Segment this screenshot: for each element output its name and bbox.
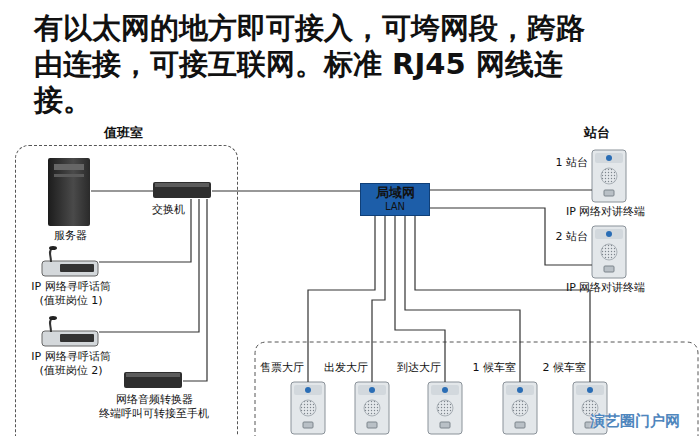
device-label: 1 站台 (548, 156, 588, 170)
server-icon (48, 158, 90, 226)
network-cable (91, 190, 154, 191)
device-box: 售票大厅 (291, 382, 325, 434)
device-box: 网络音频转换器 终端呼叫可转接至手机 (125, 373, 183, 389)
converter-icon (124, 372, 182, 388)
device-box: 2 站台IP 网络对讲终端 (592, 226, 626, 278)
intercom-icon (503, 382, 537, 434)
title: 有以太网的地方即可接入，可垮网段，跨路 由连接，可接互联网。标准 RJ45 网线… (34, 10, 594, 118)
device-box: 交换机 (154, 183, 212, 199)
device-box: IP 网络寻呼话筒 (值班岗位 1) (43, 247, 99, 277)
network-cable (372, 216, 385, 382)
device-label: IP 网络对讲终端 (566, 281, 676, 295)
device-label: 服务器 (35, 229, 105, 243)
device-label: 交换机 (152, 203, 188, 217)
converter-top (126, 373, 180, 377)
room-region: 值班室服务器交换机IP 网络寻呼话筒 (值班岗位 1)IP 网络寻呼话筒 (值班… (15, 145, 238, 436)
device-label: IP 网络寻呼话筒 (值班岗位 1) (15, 280, 127, 308)
server-panel (54, 164, 84, 170)
network-cable (99, 199, 191, 262)
device-label: 2 站台 (548, 230, 588, 244)
device-box: IP 网络寻呼话筒 (值班岗位 2) (43, 317, 99, 347)
watermark: 演艺圈门户网 (590, 412, 680, 431)
device-label: 售票大厅 (254, 361, 304, 375)
intercom-icon (355, 382, 389, 434)
server-panel (54, 174, 84, 177)
switch-top (155, 183, 209, 187)
area-label: 站台 (584, 124, 610, 142)
device-box: 出发大厅 (355, 382, 389, 434)
device-label: 值班室 (104, 126, 164, 140)
network-cable (395, 216, 445, 382)
intercom-icon (592, 226, 626, 278)
network-cable (308, 216, 375, 382)
terminal-region (255, 342, 698, 436)
network-cable (415, 216, 590, 382)
device-box: 1 候车室 (503, 382, 537, 434)
microphone-icon (42, 316, 98, 346)
lan-box: 局域网LAN (360, 183, 430, 216)
device-label: 网络音频转换器 终端呼叫可转接至手机 (94, 393, 214, 421)
device-label: 到达大厅 (391, 361, 441, 375)
device-label: 1 候车室 (466, 361, 516, 375)
microphone-icon (42, 246, 98, 276)
intercom-icon (592, 150, 626, 202)
device-label: LAN (385, 201, 405, 213)
device-box: 服务器 (49, 159, 91, 227)
device-label: IP 网络对讲终端 (566, 205, 676, 219)
intercom-icon (291, 382, 325, 434)
device-label: IP 网络寻呼话筒 (值班岗位 2) (15, 350, 127, 378)
intercom-icon (428, 382, 462, 434)
device-box: 1 站台IP 网络对讲终端 (592, 150, 626, 202)
device-label: 局域网 (376, 186, 415, 201)
network-cable (430, 189, 592, 190)
switch-icon (153, 182, 211, 198)
network-cable (99, 199, 199, 332)
network-cable (405, 216, 520, 382)
network-cable (183, 199, 207, 381)
device-label: 2 候车室 (536, 361, 586, 375)
device-box: 到达大厅 (428, 382, 462, 434)
device-label: 出发大厅 (318, 361, 368, 375)
network-cable (212, 190, 360, 191)
